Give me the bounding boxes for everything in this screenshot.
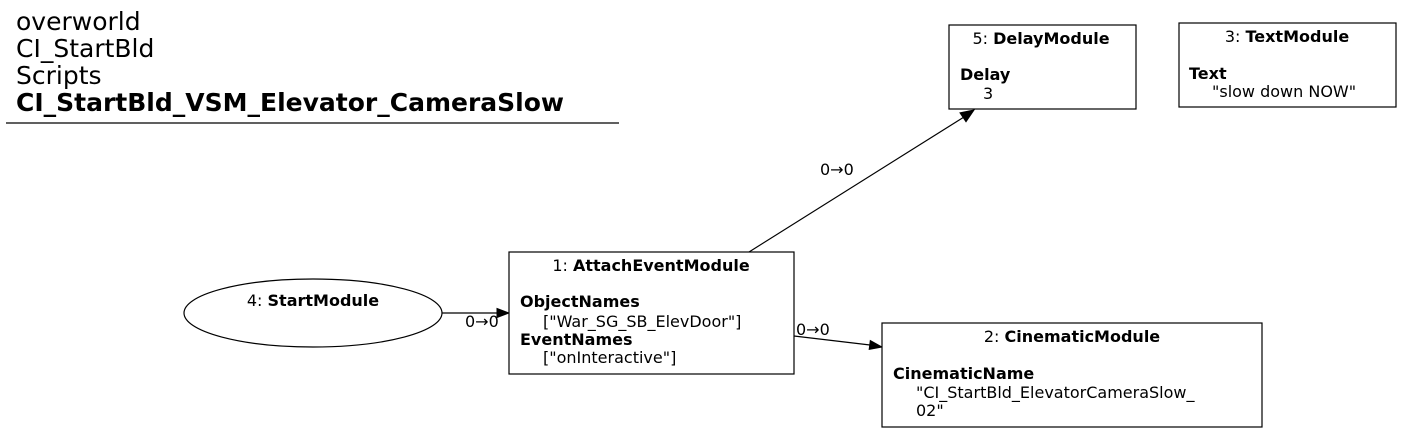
prop-cinematic-name-label: CinematicName [893, 364, 1034, 383]
node-attach-event-module-title: 1: AttachEventModule [552, 256, 750, 275]
header-script-name: CI_StartBld_VSM_Elevator_CameraSlow [16, 88, 564, 117]
node-attach-event-module[interactable]: 1: AttachEventModule ObjectNames ["War_S… [508, 251, 795, 375]
node-start-module-title: 4: StartModule [247, 291, 379, 310]
prop-object-names-value: ["War_SG_SB_ElevDoor"] [543, 312, 741, 332]
node-cinematic-module-title: 2: CinematicModule [984, 327, 1160, 346]
header-line-level: CI_StartBld [16, 34, 154, 63]
edge-arrowhead [868, 339, 884, 351]
node-text-module-title: 3: TextModule [1225, 27, 1350, 46]
edge-line [748, 116, 965, 253]
node-attach-event-module-shape [508, 251, 795, 375]
prop-delay-label: Delay [960, 65, 1011, 84]
node-text-module[interactable]: 3: TextModule Text "slow down NOW" [1178, 22, 1397, 108]
edge-attach-to-delay: 0→0 [748, 109, 976, 253]
node-start-module-shape [183, 278, 443, 348]
prop-cinematic-name-value-line1: "CI_StartBld_ElevatorCameraSlow_ [916, 383, 1195, 403]
node-cinematic-module[interactable]: 2: CinematicModule CinematicName "CI_Sta… [881, 322, 1263, 428]
edge-start-to-attach: 0→0 [442, 307, 511, 331]
node-start-module[interactable]: 4: StartModule [183, 278, 443, 348]
prop-cinematic-name-value-line2: 02" [916, 401, 944, 420]
prop-text-label: Text [1189, 64, 1227, 83]
node-delay-module-title: 5: DelayModule [972, 29, 1109, 48]
prop-object-names-label: ObjectNames [520, 292, 640, 311]
edge-arrowhead [959, 109, 976, 123]
prop-event-names-value: ["onInteractive"] [543, 348, 676, 367]
node-cinematic-module-shape [881, 322, 1263, 428]
node-delay-module-shape [948, 24, 1137, 110]
prop-text-value: "slow down NOW" [1212, 82, 1356, 101]
edge-attach-to-cinematic: 0→0 [793, 320, 884, 351]
prop-delay-value: 3 [983, 84, 993, 103]
graph-header: overworld CI_StartBld Scripts CI_StartBl… [6, 7, 619, 124]
node-text-module-shape [1178, 22, 1397, 108]
edge-label: 0→0 [465, 312, 499, 331]
edge-label: 0→0 [796, 320, 830, 339]
header-line-world: overworld [16, 7, 141, 36]
edge-arrowhead [496, 307, 511, 319]
prop-event-names-label: EventNames [520, 330, 632, 349]
edge-label: 0→0 [820, 160, 854, 179]
edge-line [793, 335, 871, 346]
header-line-category: Scripts [16, 61, 102, 90]
node-delay-module[interactable]: 5: DelayModule Delay 3 [948, 24, 1137, 110]
